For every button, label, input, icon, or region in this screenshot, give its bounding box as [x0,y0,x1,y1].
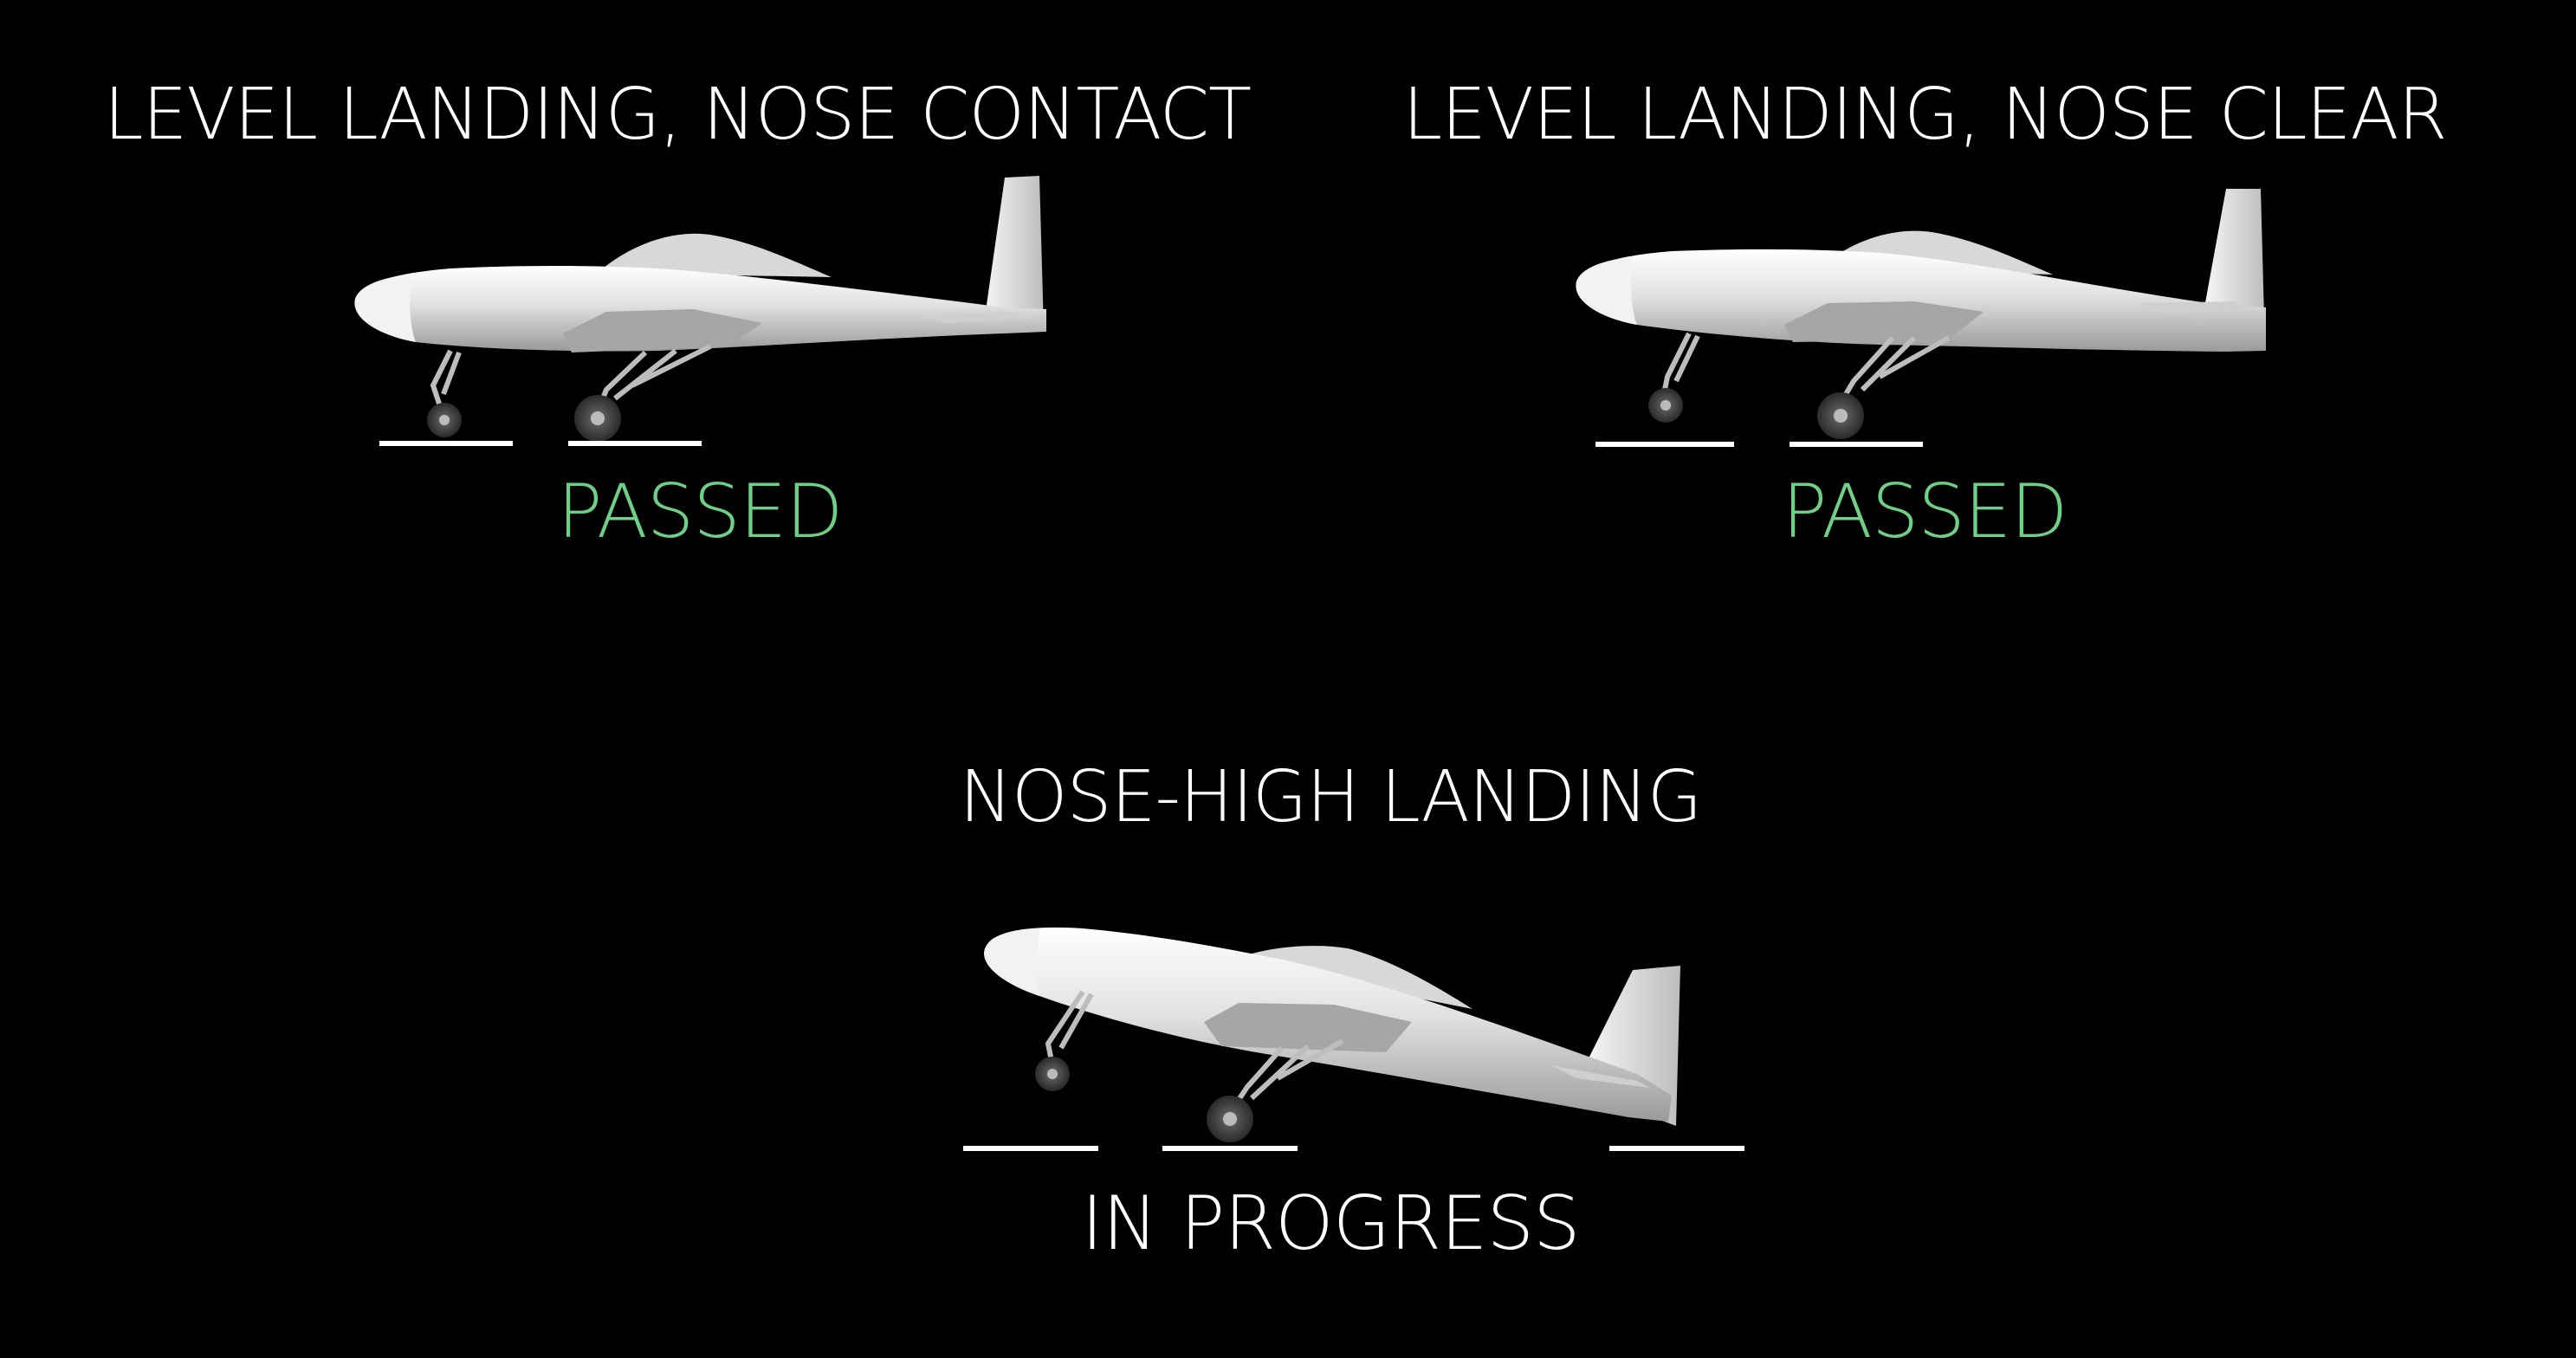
aircraft-body [354,176,1046,352]
aircraft-illustration [354,176,1046,446]
status-label: PASSED [1782,469,2068,555]
panel-title: NOSE-HIGH LANDING [959,756,1703,838]
landing-gear [430,344,712,413]
panel-title: LEVEL LANDING, NOSE CONTACT [103,74,1252,156]
aircraft-illustration [1576,189,2266,447]
status-label: PASSED [557,469,844,555]
landing-gear [1660,332,1951,404]
status-label: IN PROGRESS [1081,1180,1580,1267]
aircraft-body [1576,189,2266,352]
aircraft-body [984,927,1680,1126]
aircraft-illustration [963,927,1744,1151]
panel-title: LEVEL LANDING, NOSE CLEAR [1402,74,2447,156]
